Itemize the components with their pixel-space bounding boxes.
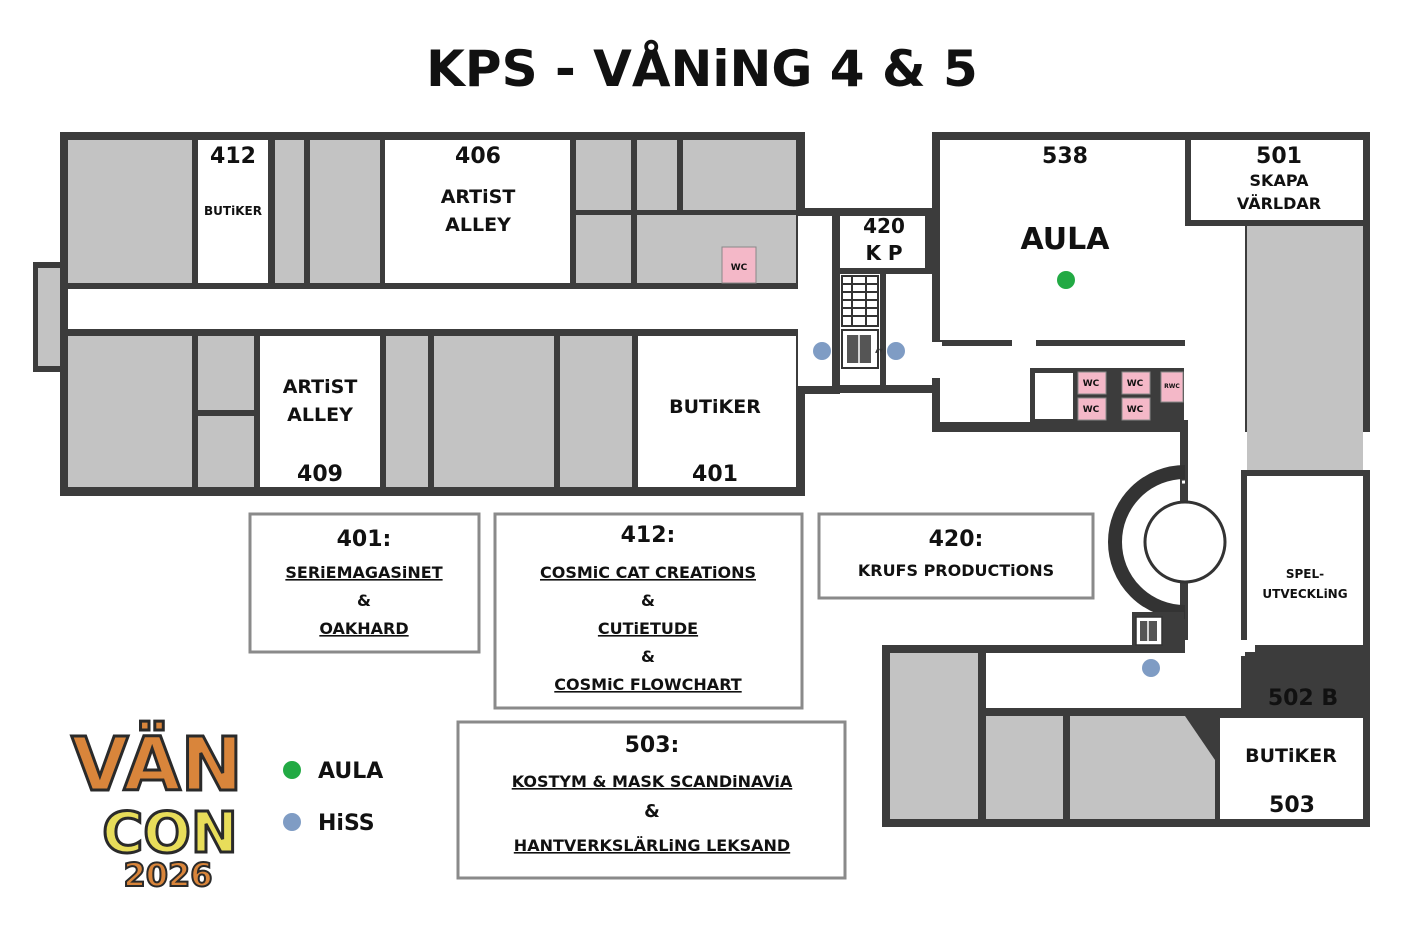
svg-text:503:: 503:	[625, 733, 680, 758]
vancon-logo: VÄN CON 2026	[70, 719, 244, 896]
room-538	[940, 140, 1185, 340]
hiss-marker	[887, 342, 905, 360]
rwc-label: RWC	[1164, 383, 1180, 390]
room-401-number: 401	[692, 462, 738, 487]
room-409	[260, 336, 380, 487]
svg-text:412:: 412:	[621, 523, 676, 548]
room-401-label: BUTiKER	[669, 396, 761, 418]
svg-text:KRUFS PRODUCTiONS: KRUFS PRODUCTiONS	[858, 561, 1054, 580]
wc-label: WC	[731, 263, 748, 273]
wc-label: WC	[1083, 405, 1100, 415]
info-box-420: 420: KRUFS PRODUCTiONS	[817, 512, 1095, 600]
svg-text:&: &	[641, 591, 655, 610]
room-420-number: 420	[863, 214, 905, 238]
stairs-icon	[841, 275, 879, 327]
wc-label: WC	[1083, 379, 1100, 389]
legend-hiss-label: HiSS	[318, 811, 375, 836]
elevator-icon	[1132, 612, 1184, 648]
room-503-number: 503	[1269, 793, 1315, 818]
room-502b-line2: UTVECKLiNG	[1262, 587, 1347, 601]
room-412	[198, 140, 268, 283]
room-503	[1220, 718, 1363, 819]
svg-text:SERiEMAGASiNET: SERiEMAGASiNET	[285, 563, 442, 582]
wc-label: WC	[1127, 405, 1144, 415]
wc-label: WC	[1127, 379, 1144, 389]
room-409-number: 409	[297, 462, 343, 487]
room-406-line1: ARTiST	[441, 186, 516, 208]
legend: AULA HiSS	[283, 759, 383, 836]
room-501-number: 501	[1256, 144, 1302, 169]
svg-text:&: &	[641, 647, 655, 666]
wc-room	[721, 246, 757, 284]
svg-text:COSMiC CAT CREATiONS: COSMiC CAT CREATiONS	[540, 563, 756, 582]
room-501-line2: VÄRLDAR	[1237, 194, 1321, 213]
svg-text:CON: CON	[102, 801, 238, 866]
legend-aula-label: AULA	[318, 759, 383, 784]
map-title: KPS - VÅNiNG 4 & 5	[426, 39, 978, 98]
room-412-label: BUTiKER	[204, 204, 262, 218]
info-box-412: 412: COSMiC CAT CREATiONS & CUTiETUDE & …	[493, 512, 804, 710]
svg-text:401:: 401:	[337, 527, 392, 552]
room-420	[840, 216, 925, 268]
svg-text:2026: 2026	[123, 856, 212, 894]
room-501	[1191, 140, 1363, 220]
room-401	[638, 336, 796, 487]
svg-text:&: &	[357, 591, 371, 610]
hiss-marker	[1142, 659, 1160, 677]
room-501-line1: SKAPA	[1250, 171, 1310, 190]
room-406-line2: ALLEY	[445, 214, 511, 236]
room-538-label: AULA	[1021, 222, 1111, 257]
spiral-stairs-icon	[1108, 465, 1227, 619]
right-wing	[882, 132, 1370, 827]
hiss-marker	[813, 342, 831, 360]
room-502b-number: 502 B	[1268, 686, 1338, 711]
svg-text:&: &	[644, 801, 660, 822]
connector: ▴▾	[832, 208, 932, 393]
info-box-401: 401: SERiEMAGASiNET & OAKHARD	[248, 512, 481, 654]
elevator-icon: ▴▾	[841, 329, 883, 369]
room-409-line2: ALLEY	[287, 404, 353, 426]
room-502b-line1: SPEL-	[1286, 567, 1324, 581]
info-box-503: 503: KOSTYM & MASK SCANDiNAViA & HANTVER…	[456, 720, 847, 880]
svg-text:HANTVERKSLÄRLiNG LEKSAND: HANTVERKSLÄRLiNG LEKSAND	[514, 836, 790, 855]
room-503-label: BUTiKER	[1245, 745, 1337, 767]
room-420-label: K P	[865, 241, 902, 265]
room-406-number: 406	[455, 144, 501, 169]
left-wing	[33, 132, 840, 496]
svg-text:CUTiETUDE: CUTiETUDE	[598, 619, 698, 638]
room-538-number: 538	[1042, 144, 1088, 169]
svg-text:▴▾: ▴▾	[875, 346, 883, 355]
aula-marker	[1057, 271, 1075, 289]
room-412-number: 412	[210, 144, 256, 169]
hiss-legend-dot	[283, 813, 301, 831]
svg-text:COSMiC FLOWCHART: COSMiC FLOWCHART	[554, 675, 742, 694]
corridor-4	[68, 289, 798, 329]
svg-text:VÄN: VÄN	[71, 720, 242, 808]
aula-legend-dot	[283, 761, 301, 779]
svg-text:420:: 420:	[929, 527, 984, 552]
svg-text:KOSTYM & MASK SCANDiNAViA: KOSTYM & MASK SCANDiNAViA	[512, 772, 793, 791]
room-406	[385, 140, 570, 283]
svg-text:OAKHARD: OAKHARD	[319, 619, 408, 638]
room-409-line1: ARTiST	[283, 376, 358, 398]
